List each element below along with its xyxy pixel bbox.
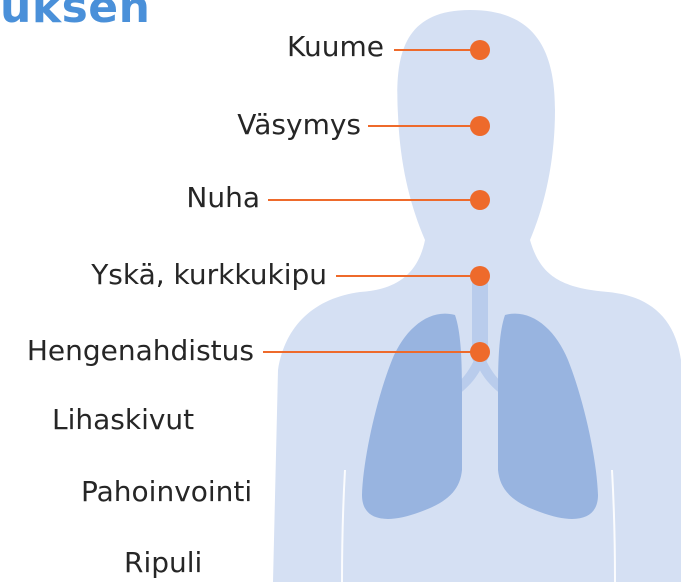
symptom-label-fever: Kuume: [287, 33, 384, 61]
symptom-marker-dot: [470, 266, 490, 286]
page-title: uksen: [0, 0, 150, 30]
symptom-marker-dot: [470, 190, 490, 210]
symptom-marker-dot: [470, 40, 490, 60]
symptom-label-cough-sore-throat: Yskä, kurkkukipu: [91, 261, 327, 289]
symptom-label-fatigue: Väsymys: [237, 111, 361, 139]
symptom-label-muscle-pain: Lihaskivut: [52, 406, 194, 434]
symptom-marker-dot: [470, 116, 490, 136]
symptom-label-diarrhea: Ripuli: [124, 549, 202, 577]
symptom-label-runny-nose: Nuha: [186, 184, 260, 212]
symptom-label-nausea: Pahoinvointi: [81, 478, 252, 506]
symptom-label-shortness-of-breath: Hengenahdistus: [27, 337, 254, 365]
symptom-marker-dot: [470, 342, 490, 362]
